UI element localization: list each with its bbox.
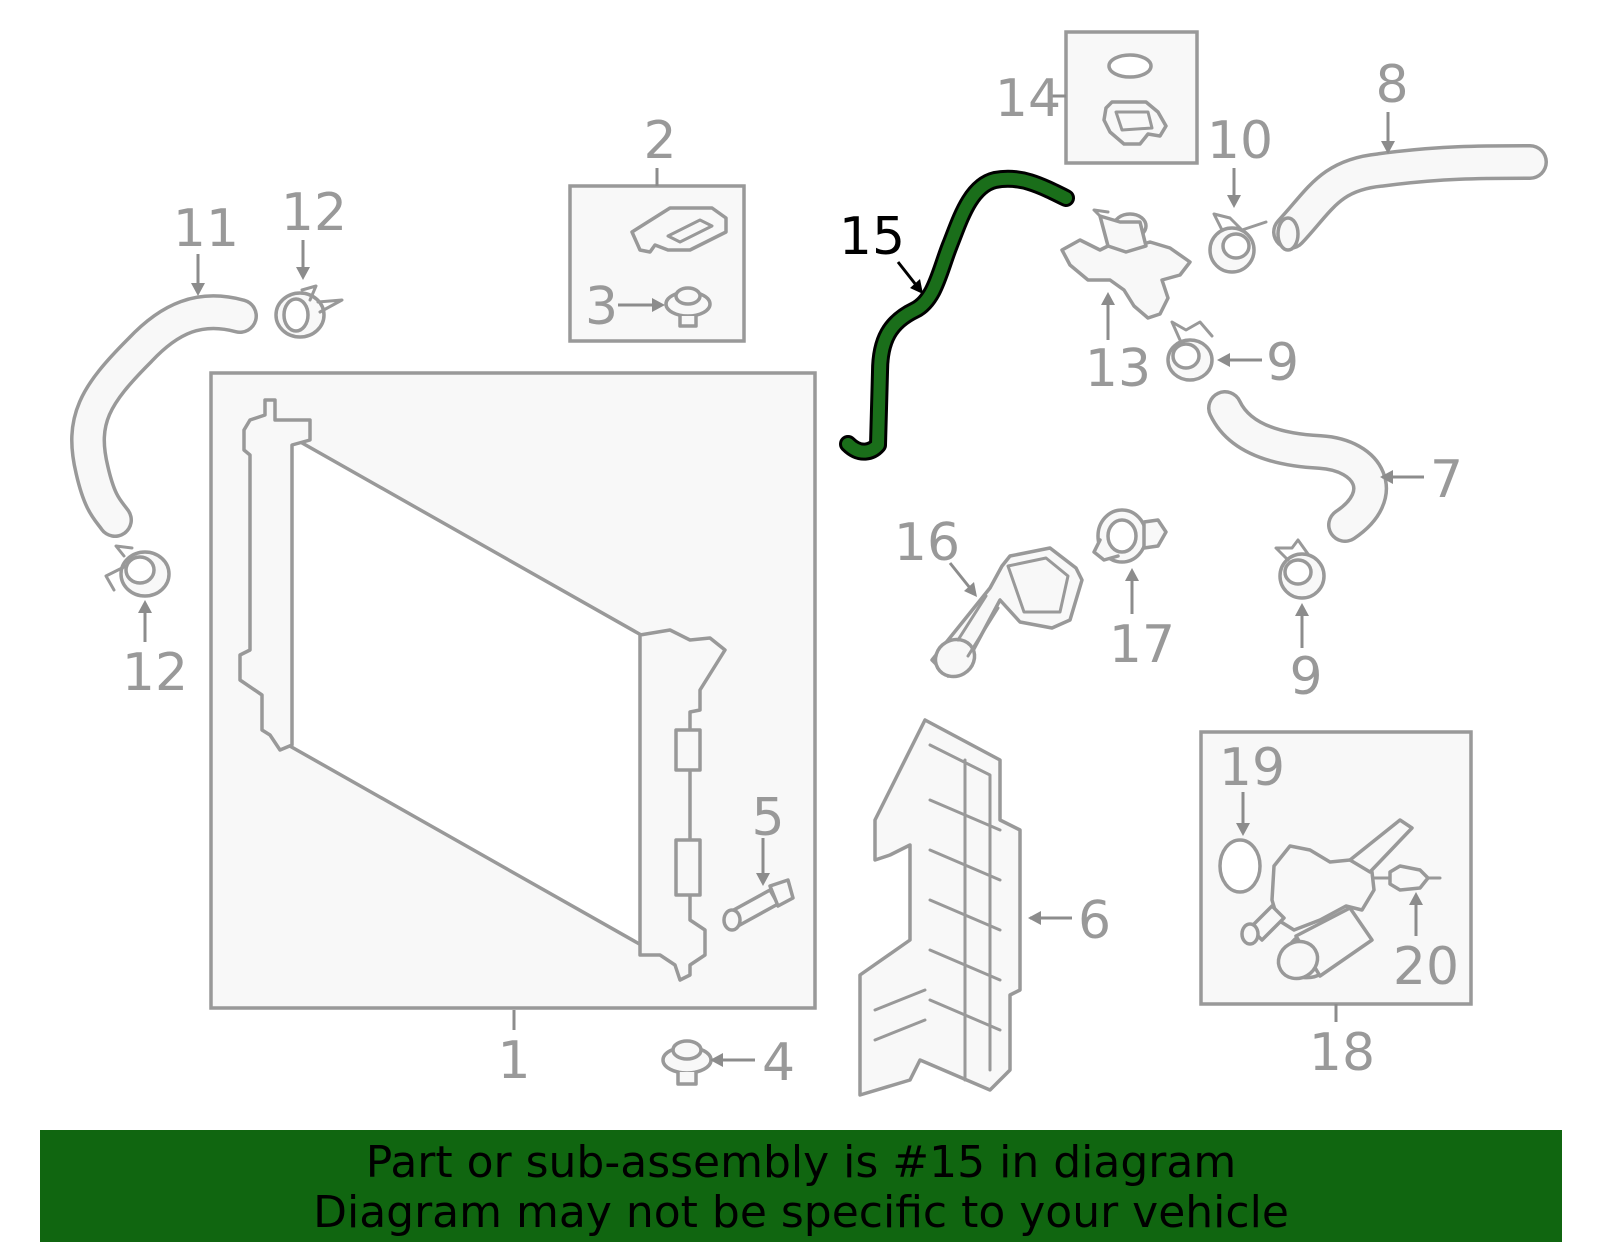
- arrow-12b: [138, 600, 152, 613]
- arrow-9b: [1295, 603, 1309, 616]
- label-12a[interactable]: 12: [281, 183, 347, 243]
- part-10-clamp[interactable]: [1208, 212, 1268, 274]
- label-5[interactable]: 5: [751, 788, 784, 848]
- part-8-hose[interactable]: [1272, 144, 1548, 252]
- part-7-hose[interactable]: [1207, 390, 1388, 543]
- label-17[interactable]: 17: [1109, 615, 1175, 675]
- label-7[interactable]: 7: [1430, 450, 1463, 510]
- label-3[interactable]: 3: [585, 277, 618, 337]
- info-banner: Part or sub-assembly is #15 in diagram D…: [40, 1130, 1562, 1242]
- arrow-13: [1101, 292, 1115, 305]
- label-15[interactable]: 15: [839, 207, 905, 267]
- label-10[interactable]: 10: [1207, 111, 1273, 171]
- part-12-clamp-b[interactable]: [104, 544, 171, 598]
- label-8[interactable]: 8: [1375, 55, 1408, 115]
- part-15-highlighted-hose[interactable]: [839, 169, 1075, 461]
- arrow-3: [652, 298, 665, 312]
- part-3-clip[interactable]: [664, 286, 712, 328]
- part-2-bracket-kit[interactable]: [568, 184, 746, 343]
- label-9b[interactable]: 9: [1289, 647, 1322, 707]
- label-1[interactable]: 1: [497, 1031, 530, 1091]
- arrow-11: [191, 283, 205, 296]
- part-12-clamp-a[interactable]: [274, 284, 344, 339]
- part-4-clip[interactable]: [661, 1039, 713, 1086]
- part-1-radiator[interactable]: [209, 371, 817, 1010]
- label-12b[interactable]: 12: [122, 643, 188, 703]
- arrow-12a: [296, 267, 310, 280]
- label-2[interactable]: 2: [643, 111, 676, 171]
- arrow-6: [1028, 911, 1041, 925]
- part-19-o-ring[interactable]: [1218, 838, 1262, 894]
- label-11[interactable]: 11: [173, 199, 239, 259]
- banner-line-1: Part or sub-assembly is #15 in diagram: [365, 1137, 1237, 1188]
- arrow-15: [910, 279, 923, 294]
- part-9-clamp-a[interactable]: [1166, 320, 1214, 382]
- arrow-9a: [1217, 353, 1230, 367]
- arrow-4: [710, 1053, 723, 1067]
- arrow-19: [1236, 823, 1250, 836]
- part-20-sensor[interactable]: [1372, 864, 1442, 892]
- part-16-inlet[interactable]: [929, 546, 1084, 684]
- label-18[interactable]: 18: [1309, 1023, 1375, 1083]
- arrow-16: [964, 582, 977, 597]
- banner-line-2: Diagram may not be specific to your vehi…: [313, 1187, 1289, 1238]
- label-4[interactable]: 4: [762, 1033, 795, 1093]
- label-6[interactable]: 6: [1078, 891, 1111, 951]
- arrow-7: [1380, 470, 1393, 484]
- label-20[interactable]: 20: [1393, 937, 1459, 997]
- part-14-cap-kit[interactable]: [1064, 30, 1199, 165]
- part-13-outlet[interactable]: [1060, 208, 1192, 320]
- label-13[interactable]: 13: [1085, 339, 1151, 399]
- part-5-sensor[interactable]: [722, 878, 795, 932]
- part-9-clamp-b[interactable]: [1274, 538, 1326, 600]
- arrow-8: [1381, 141, 1395, 154]
- arrow-10: [1227, 195, 1241, 208]
- label-14[interactable]: 14: [995, 69, 1061, 129]
- label-19[interactable]: 19: [1219, 738, 1285, 798]
- arrow-17: [1125, 568, 1139, 581]
- part-11-hose[interactable]: [70, 294, 258, 538]
- arrow-5: [756, 873, 770, 886]
- label-9a[interactable]: 9: [1266, 333, 1299, 393]
- label-16[interactable]: 16: [894, 513, 960, 573]
- part-17-thermostat[interactable]: [1092, 508, 1168, 564]
- part-6-air-guide[interactable]: [858, 718, 1022, 1097]
- arrow-20: [1409, 892, 1423, 905]
